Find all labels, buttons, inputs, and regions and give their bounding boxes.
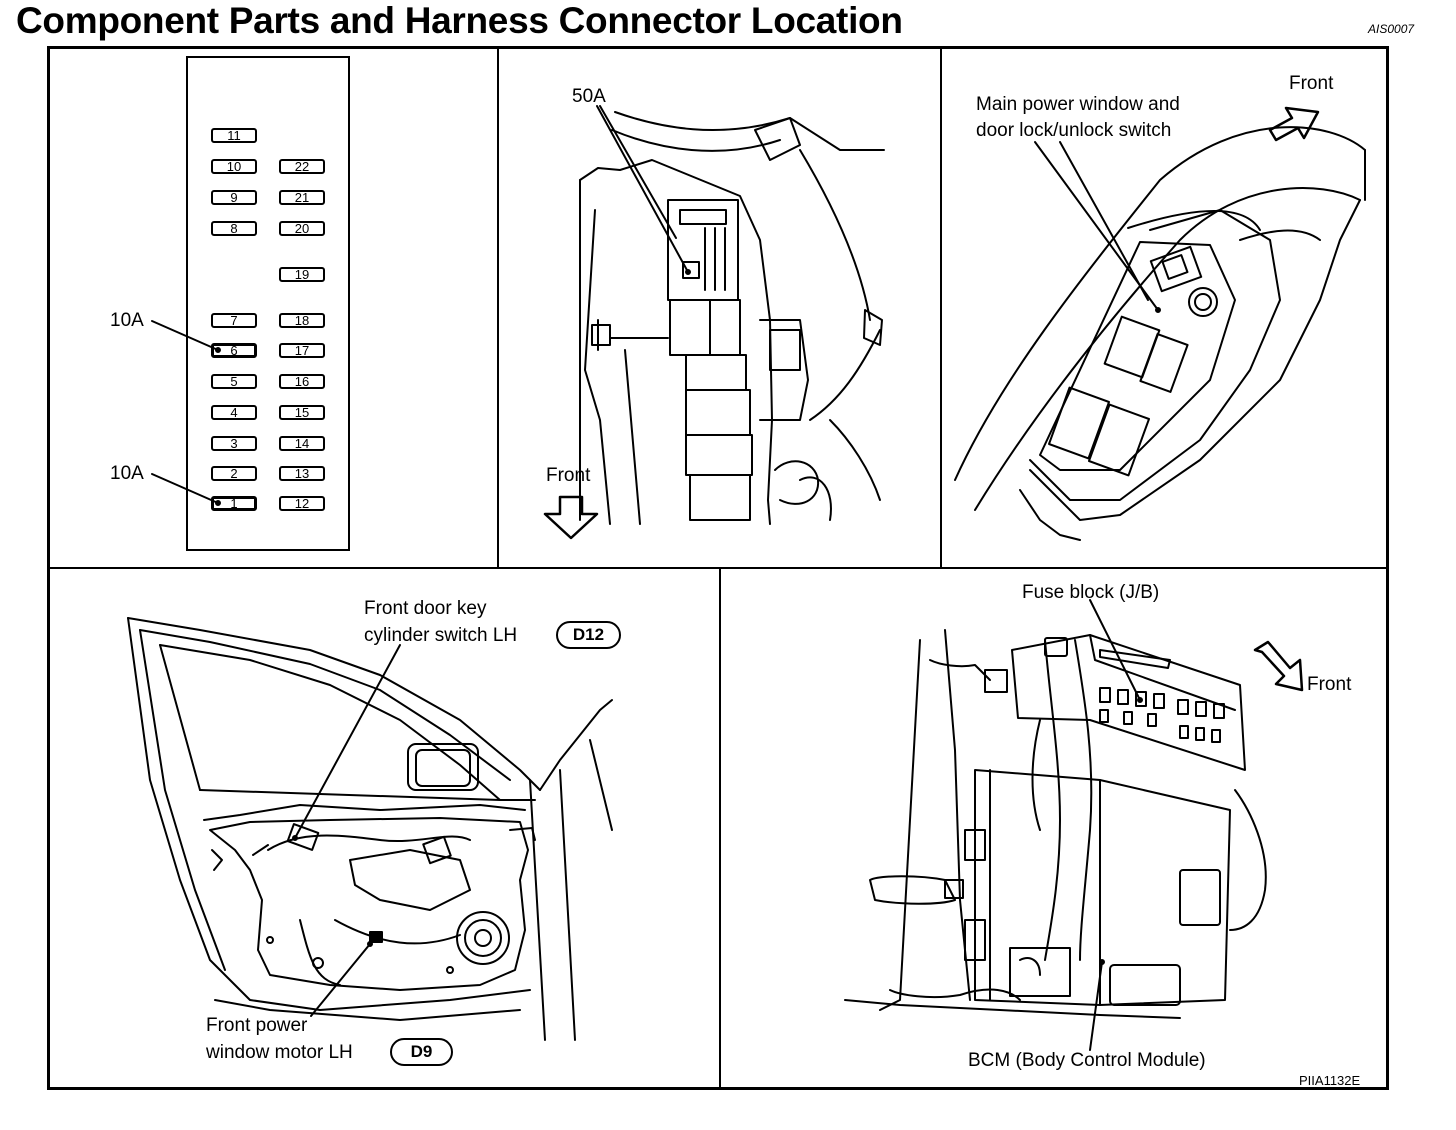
callout-10a-lower: 10A: [110, 463, 144, 484]
fuse-block-label: Fuse block (J/B): [1022, 582, 1160, 603]
callout-50a: 50A: [572, 86, 606, 107]
motor-label-line2: window motor LH: [206, 1042, 353, 1063]
fuse-3: 3: [211, 436, 257, 451]
fuse-5: 5: [211, 374, 257, 389]
fuse-block-outline: [186, 56, 350, 551]
arrow-down-icon: [543, 495, 599, 540]
divider-top-2: [940, 49, 942, 567]
fuse-7: 7: [211, 313, 257, 328]
relay-box-illustration: [579, 111, 885, 525]
door-illustration: [127, 617, 613, 1041]
connector-d9-badge: D9: [390, 1038, 453, 1066]
reference-code: AIS0007: [1368, 22, 1415, 36]
fuse-12: 12: [279, 496, 325, 511]
switch-label-line1: Main power window and: [976, 94, 1180, 115]
divider-middle: [50, 567, 1386, 569]
callout-10a-upper: 10A: [110, 310, 144, 331]
bcm-leader-lines: [1089, 599, 1143, 1051]
switch-leader-lines: [1034, 141, 1161, 313]
page-title: Component Parts and Harness Connector Lo…: [16, 0, 903, 41]
front-label-panel5: Front: [1307, 674, 1352, 695]
divider-bottom: [719, 569, 721, 1087]
arrow-front-bcm-icon: [1253, 640, 1304, 692]
switch-label-line2: door lock/unlock switch: [976, 120, 1172, 141]
fuse-8: 8: [211, 221, 257, 236]
fuse-13: 13: [279, 466, 325, 481]
callout-50a-leaders: [596, 105, 691, 275]
fuse-21: 21: [279, 190, 325, 205]
bcm-illustration: [844, 629, 1267, 1019]
fuse-15: 15: [279, 405, 325, 420]
fuse-16: 16: [279, 374, 325, 389]
fuse-4: 4: [211, 405, 257, 420]
fuse-20: 20: [279, 221, 325, 236]
arrow-front-diagonal-icon: [1268, 106, 1320, 142]
bcm-label: BCM (Body Control Module): [968, 1050, 1206, 1071]
front-label-panel3: Front: [1289, 73, 1334, 94]
figure-frame: [47, 46, 1389, 1090]
fuse-9: 9: [211, 190, 257, 205]
fuse-11: 11: [211, 128, 257, 143]
fuse-10: 10: [211, 159, 257, 174]
connector-d12-badge: D12: [556, 621, 621, 649]
fuse-6: 6: [211, 343, 257, 358]
door-switch-illustration: [954, 126, 1366, 541]
fuse-22: 22: [279, 159, 325, 174]
fuse-17: 17: [279, 343, 325, 358]
fuse-2: 2: [211, 466, 257, 481]
motor-label-line1: Front power: [206, 1015, 308, 1036]
fuse-1: 1: [211, 496, 257, 511]
figure-code: PIIA1132E: [1299, 1073, 1361, 1088]
fuse-19: 19: [279, 267, 325, 282]
fuse-14: 14: [279, 436, 325, 451]
divider-top-1: [497, 49, 499, 567]
key-switch-label-line1: Front door key: [364, 598, 487, 619]
fuse-leader-lines: [151, 320, 221, 506]
fuse-18: 18: [279, 313, 325, 328]
door-leader-lines: [292, 644, 401, 1017]
key-switch-label-line2: cylinder switch LH: [364, 625, 518, 646]
